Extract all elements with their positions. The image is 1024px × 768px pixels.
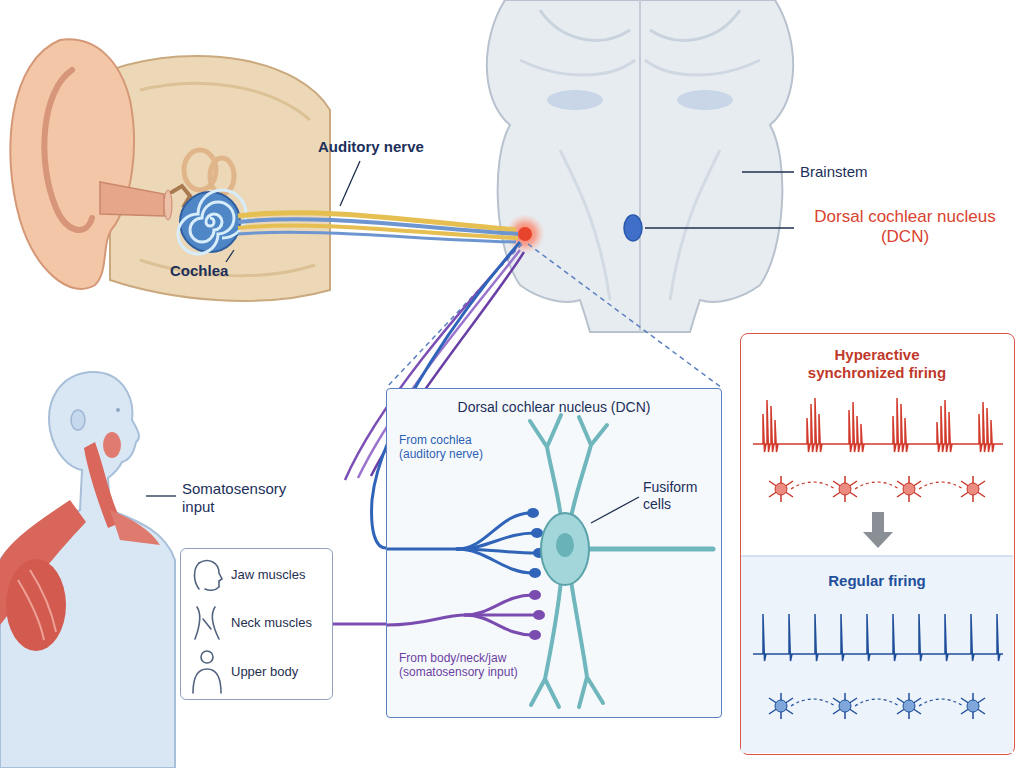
ear-drawing	[10, 39, 518, 301]
muscle-icons	[185, 549, 231, 699]
panel-heading: Hyperactive synchronized firing	[786, 346, 968, 382]
inset-title: Dorsal cochlear nucleus (DCN)	[387, 399, 721, 416]
firing-pattern-drawing	[741, 334, 1013, 753]
muscle-label: Neck muscles	[231, 615, 329, 631]
panel-heading: Regular firing	[741, 572, 1013, 590]
part-label: Brainstem	[800, 163, 910, 181]
person-drawing	[0, 372, 175, 768]
firing-panel: Hyperactive synchronized firingRegular f…	[740, 333, 1015, 755]
part-label: Auditory nerve	[318, 138, 458, 156]
input-label: From cochlea (auditory nerve)	[399, 433, 507, 462]
muscle-label: Upper body	[231, 664, 329, 680]
muscle-input-box: Jaw musclesNeck musclesUpper body	[180, 548, 333, 700]
muscle-label: Jaw muscles	[231, 567, 329, 583]
dcn-inset-box: Dorsal cochlear nucleus (DCN) From cochle…	[386, 388, 722, 718]
part-label: Somatosensory input	[182, 480, 317, 516]
input-label: From body/neck/jaw (somatosensory input)	[399, 651, 539, 680]
cell-label: Fusiform cells	[643, 479, 715, 513]
brainstem-drawing	[487, 0, 793, 332]
highlight-label: Dorsal cochlear nucleus (DCN)	[800, 207, 1010, 248]
part-label: Cochlea	[170, 262, 260, 280]
nerve-connector	[333, 623, 386, 626]
